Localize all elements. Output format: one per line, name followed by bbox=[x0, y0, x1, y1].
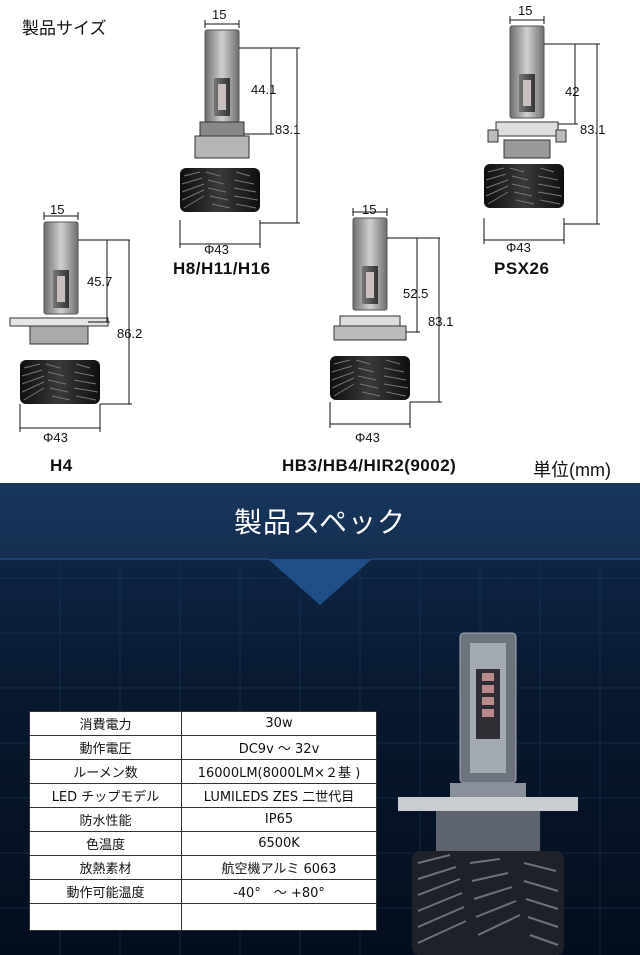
spec-value: 30w bbox=[181, 711, 377, 736]
spec-row: 色温度 6500K bbox=[29, 831, 377, 856]
spec-value: 16000LM(8000LM×２基 ) bbox=[181, 759, 377, 784]
bulb-hb3 bbox=[329, 208, 442, 428]
spec-row: 動作電圧 DC9v ～ 32v bbox=[29, 735, 377, 760]
h4-width-label: 15 bbox=[50, 202, 65, 217]
spec-title: 製品スペック bbox=[233, 506, 407, 539]
bulb-diagrams bbox=[9, 16, 600, 432]
spec-label: LED チップモデル bbox=[29, 783, 182, 808]
h4-upper-height-label: 45.7 bbox=[87, 274, 113, 289]
hb3-diameter-label: Φ43 bbox=[355, 430, 380, 445]
psx26-model-label: PSX26 bbox=[494, 259, 550, 278]
spec-value: LUMILEDS ZES 二世代目 bbox=[181, 783, 377, 808]
spec-label: 消費電力 bbox=[29, 711, 182, 736]
psx26-width-label: 15 bbox=[518, 3, 533, 18]
hb3-upper-height-label: 52.5 bbox=[403, 286, 429, 301]
hb3-width-label: 15 bbox=[362, 202, 377, 217]
spec-section: 製品スペック 消費電力 30w 動作電圧 DC9v ～ 32v ルーメン数 16… bbox=[0, 483, 640, 955]
spec-value: 6500K bbox=[181, 831, 377, 856]
bulb-product-image bbox=[398, 632, 578, 955]
spec-value: 航空機アルミ 6063 bbox=[181, 855, 377, 880]
spec-row-empty bbox=[29, 903, 377, 931]
psx26-diameter-label: Φ43 bbox=[506, 240, 531, 255]
spec-label: 動作可能温度 bbox=[29, 879, 182, 904]
spec-row: LED チップモデル LUMILEDS ZES 二世代目 bbox=[29, 783, 377, 808]
h4-diameter-label: Φ43 bbox=[43, 430, 68, 445]
spec-label: 放熱素材 bbox=[29, 855, 182, 880]
spec-row: 防水性能 IP65 bbox=[29, 807, 377, 832]
h8-total-height-label: 83.1 bbox=[275, 122, 301, 137]
spec-value: -40° ～ +80° bbox=[181, 879, 377, 904]
h8-diameter-label: Φ43 bbox=[204, 242, 229, 257]
spec-label-empty bbox=[29, 903, 182, 931]
h8-upper-height-label: 44.1 bbox=[251, 82, 277, 97]
spec-row: 放熱素材 航空機アルミ 6063 bbox=[29, 855, 377, 880]
spec-row: 消費電力 30w bbox=[29, 711, 377, 736]
spec-label: 色温度 bbox=[29, 831, 182, 856]
size-section: 製品サイズ bbox=[9, 3, 611, 480]
h8-model-label: H8/H11/H16 bbox=[173, 259, 271, 278]
spec-row: ルーメン数 16000LM(8000LM×２基 ) bbox=[29, 759, 377, 784]
spec-label: ルーメン数 bbox=[29, 759, 182, 784]
bulb-h4 bbox=[9, 212, 132, 432]
h4-total-height-label: 86.2 bbox=[117, 326, 143, 341]
psx26-upper-height-label: 42 bbox=[565, 84, 580, 99]
unit-label: 単位(mm) bbox=[533, 460, 611, 480]
hb3-total-height-label: 83.1 bbox=[428, 314, 454, 329]
section-arrow bbox=[268, 559, 372, 605]
spec-label: 動作電圧 bbox=[29, 735, 182, 760]
size-section-title: 製品サイズ bbox=[22, 19, 107, 39]
psx26-total-height-label: 83.1 bbox=[580, 122, 606, 137]
bulb-h8 bbox=[179, 20, 300, 248]
hb3-model-label: HB3/HB4/HIR2(9002) bbox=[282, 456, 457, 475]
spec-value: IP65 bbox=[181, 807, 377, 832]
spec-table: 消費電力 30w 動作電圧 DC9v ～ 32v ルーメン数 16000LM(8… bbox=[29, 711, 377, 931]
h8-width-label: 15 bbox=[212, 7, 227, 22]
bulb-psx26 bbox=[483, 16, 600, 244]
spec-label: 防水性能 bbox=[29, 807, 182, 832]
h4-model-label: H4 bbox=[50, 456, 73, 475]
spec-value: DC9v ～ 32v bbox=[181, 735, 377, 760]
spec-row: 動作可能温度 -40° ～ +80° bbox=[29, 879, 377, 904]
spec-value-empty bbox=[181, 903, 377, 931]
